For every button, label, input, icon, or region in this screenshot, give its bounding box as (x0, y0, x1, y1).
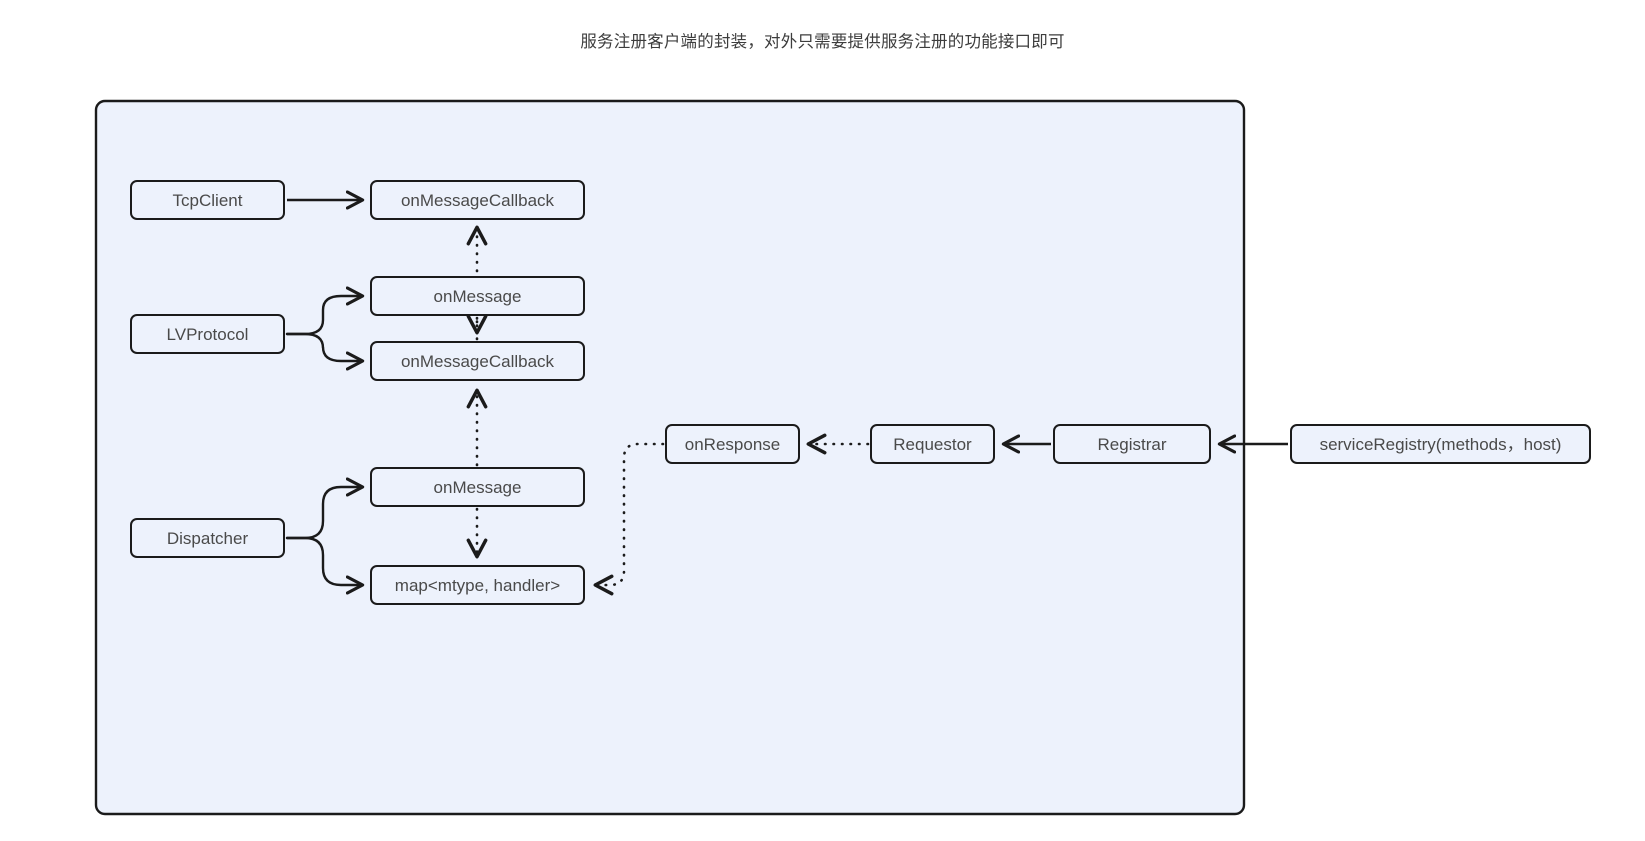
node-label: Requestor (893, 434, 972, 454)
node-label: TcpClient (172, 190, 243, 210)
node-handler-map[interactable]: map<mtype, handler> (370, 565, 585, 605)
node-on-response[interactable]: onResponse (665, 424, 800, 464)
node-service-registry[interactable]: serviceRegistry(methods，host) (1290, 424, 1591, 464)
node-label: Dispatcher (166, 528, 249, 548)
page-title: 服务注册客户端的封装，对外只需要提供服务注册的功能接口即可 (580, 32, 1065, 51)
node-tcp-client[interactable]: TcpClient (130, 180, 285, 220)
edge-dispatcher-to-onmessage (285, 477, 365, 540)
node-label: onMessage (433, 477, 522, 497)
node-lv-on-message[interactable]: onMessage (370, 276, 585, 316)
node-tcp-on-message-callback[interactable]: onMessageCallback (370, 180, 585, 220)
node-lv-on-message-callback[interactable]: onMessageCallback (370, 341, 585, 381)
node-registrar[interactable]: Registrar (1053, 424, 1211, 464)
node-lv-protocol[interactable]: LVProtocol (130, 314, 285, 354)
node-label: Registrar (1097, 434, 1167, 454)
node-label: onMessage (433, 286, 522, 306)
node-label: onMessageCallback (400, 190, 555, 210)
node-label: onResponse (684, 434, 781, 454)
node-label: LVProtocol (166, 324, 249, 344)
edge-dispatcher-to-map (285, 536, 365, 595)
node-label: serviceRegistry(methods，host) (1319, 434, 1562, 454)
edge-lvprotocol-to-callback (285, 332, 365, 371)
edge-lvprotocol-to-onmessage (285, 286, 365, 336)
node-dispatcher[interactable]: Dispatcher (130, 518, 285, 558)
edge-onresponse-to-map (593, 442, 665, 596)
node-label: map<mtype, handler> (394, 575, 561, 595)
node-dispatcher-on-message[interactable]: onMessage (370, 467, 585, 507)
node-label: onMessageCallback (400, 351, 555, 371)
node-requestor[interactable]: Requestor (870, 424, 995, 464)
